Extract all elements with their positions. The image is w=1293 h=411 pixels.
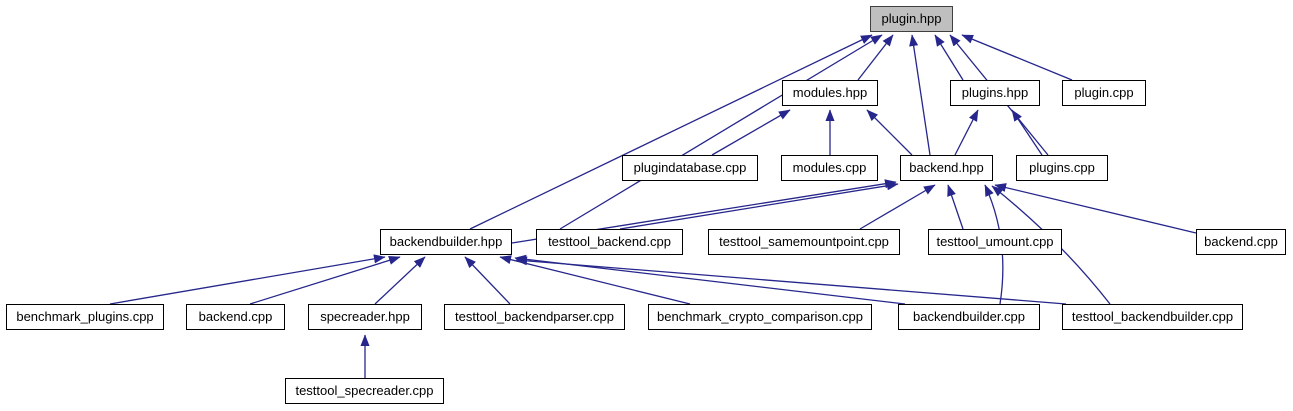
edge-backend_cpp_row5-to-backendbuilder_hpp (249, 255, 401, 305)
edge-benchmark_plugins_cpp-to-backendbuilder_hpp (109, 254, 386, 305)
graph-node-modules_cpp[interactable]: modules.cpp (781, 155, 878, 181)
graph-node-plugins_cpp[interactable]: plugins.cpp (1016, 155, 1108, 181)
edge-plugindatabase_cpp-to-modules_hpp (711, 109, 791, 156)
graph-node-testtool_backend_cpp[interactable]: testtool_backend.cpp (536, 229, 683, 255)
graph-node-backendbuilder_cpp[interactable]: backendbuilder.cpp (898, 304, 1040, 330)
graph-node-modules_hpp[interactable]: modules.hpp (782, 80, 878, 106)
edge-plugins_cpp-to-plugins_hpp (1011, 109, 1043, 156)
edge-backend_hpp-to-plugins_hpp (954, 109, 979, 156)
graph-node-backend_cpp_row5[interactable]: backend.cpp (186, 304, 285, 330)
edge-testtool_backend_cpp-to-plugin_hpp (559, 34, 883, 230)
edge-testtool_backendparser_cpp-to-backendbuilder_hpp (464, 256, 511, 305)
edge-benchmark_crypto_comparison_cpp-to-backendbuilder_hpp (499, 255, 691, 305)
edge-plugins_hpp-to-plugin_hpp (934, 34, 964, 81)
graph-node-plugin_cpp[interactable]: plugin.cpp (1062, 80, 1146, 106)
graph-node-specreader_hpp[interactable]: specreader.hpp (308, 304, 422, 330)
edge-backend_hpp-to-plugin_hpp (909, 34, 931, 156)
graph-node-backend_cpp_row4[interactable]: backend.cpp (1196, 229, 1286, 255)
edge-modules_hpp-to-plugin_hpp (857, 34, 894, 81)
graph-node-backend_hpp[interactable]: backend.hpp (900, 155, 993, 181)
edge-specreader_hpp-to-backendbuilder_hpp (374, 256, 426, 305)
graph-node-testtool_umount_cpp[interactable]: testtool_umount.cpp (928, 229, 1062, 255)
graph-node-plugindatabase_cpp[interactable]: plugindatabase.cpp (622, 155, 758, 181)
graph-node-benchmark_plugins_cpp[interactable]: benchmark_plugins.cpp (6, 304, 164, 330)
graph-node-benchmark_crypto_comparison_cpp[interactable]: benchmark_crypto_comparison.cpp (648, 304, 872, 330)
graph-node-testtool_samemountpoint_cpp[interactable]: testtool_samemountpoint.cpp (708, 229, 900, 255)
graph-node-testtool_backendbuilder_cpp[interactable]: testtool_backendbuilder.cpp (1062, 304, 1243, 330)
edge-testtool_umount_cpp-to-backend_hpp (947, 184, 964, 230)
edge-backend_cpp_row4-to-backend_hpp (994, 183, 1197, 234)
graph-node-testtool_specreader_cpp[interactable]: testtool_specreader.cpp (285, 378, 444, 404)
edge-testtool_backendbuilder_cpp-to-backendbuilder_hpp (515, 256, 1067, 305)
graph-node-plugin_hpp[interactable]: plugin.hpp (870, 6, 953, 32)
edge-plugin_cpp-to-plugin_hpp (961, 34, 1073, 81)
edge-backendbuilder_hpp-to-plugin_hpp (469, 34, 873, 230)
graph-node-testtool_backendparser_cpp[interactable]: testtool_backendparser.cpp (444, 304, 625, 330)
edge-testtool_backend_cpp-to-backend_hpp (619, 181, 899, 230)
graph-node-backendbuilder_hpp[interactable]: backendbuilder.hpp (380, 229, 512, 255)
edge-testtool_samemountpoint_cpp-to-backend_hpp (859, 184, 936, 230)
edge-backend_hpp-to-modules_hpp (866, 109, 913, 156)
graph-node-plugins_hpp[interactable]: plugins.hpp (950, 80, 1040, 106)
